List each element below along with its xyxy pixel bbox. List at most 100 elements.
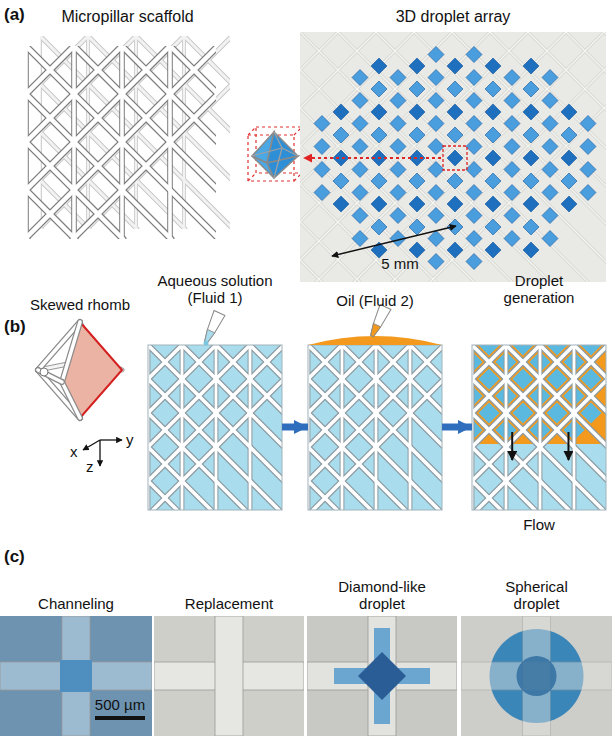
vertical-pillar [573, 345, 576, 510]
pillar [300, 32, 490, 282]
droplet [504, 93, 520, 109]
panel-heading: Channeling [0, 595, 152, 612]
pillar [148, 345, 216, 510]
pillar [26, 46, 170, 239]
droplet [428, 185, 444, 201]
diamond-droplet [358, 652, 406, 700]
droplet [580, 162, 596, 178]
micrograph-background [461, 616, 612, 736]
pillar [316, 32, 566, 282]
dashed-cube-edge [248, 127, 256, 135]
droplet [485, 173, 501, 189]
droplet [352, 208, 368, 224]
pillar [300, 32, 338, 282]
droplet [561, 173, 577, 189]
droplet [352, 185, 368, 201]
pillar [153, 345, 282, 510]
pillar [430, 32, 606, 282]
cell-pillar [62, 322, 80, 382]
droplet [447, 196, 463, 212]
micrograph-background [154, 616, 304, 736]
droplet [371, 81, 387, 97]
droplet [466, 162, 482, 178]
droplet [523, 196, 539, 212]
pillar [26, 46, 216, 239]
droplet [333, 196, 349, 212]
process-arrow [442, 424, 472, 431]
droplet [523, 173, 539, 189]
droplet-core [517, 656, 557, 696]
droplet [333, 127, 349, 143]
vertical-pillar [248, 345, 253, 510]
scale-label: 5 mm [370, 255, 430, 272]
droplet [314, 162, 330, 178]
vertical-pillar [181, 345, 184, 510]
vertical-pillar [215, 345, 218, 510]
droplet [447, 104, 463, 120]
droplet [428, 162, 444, 178]
pillar [250, 345, 282, 510]
vertical-pillar [572, 345, 577, 510]
process-arrow [282, 424, 308, 431]
droplet [371, 173, 387, 189]
vertical-pillar [340, 345, 345, 510]
micrograph-art [307, 616, 457, 736]
pillar [392, 32, 606, 282]
droplet [485, 150, 501, 166]
droplet [428, 47, 444, 63]
droplet [390, 208, 406, 224]
pillar [313, 345, 442, 510]
octahedron-edge [282, 148, 298, 156]
droplet [561, 104, 577, 120]
pointer-arrow [304, 157, 441, 159]
droplet [333, 173, 349, 189]
droplet [447, 81, 463, 97]
panel-heading: Droplet generation [472, 272, 606, 306]
pillar [452, 32, 606, 282]
droplet [371, 127, 387, 143]
scaffold-panel-art [472, 345, 606, 510]
dashed-selection [443, 146, 467, 170]
cell-pillar [62, 382, 80, 418]
droplet [466, 93, 482, 109]
pipette [367, 304, 391, 338]
panel-letter: (b) [4, 318, 26, 335]
droplet [352, 93, 368, 109]
scale-bar [95, 716, 145, 720]
panel-letter: (a) [4, 6, 25, 23]
panel-heading: 3D droplet array [300, 8, 606, 26]
pillar [342, 345, 442, 510]
pillar [308, 345, 376, 510]
pillar [338, 32, 588, 282]
micrograph-background [0, 616, 152, 736]
pipette [201, 310, 225, 344]
pillar [300, 32, 436, 282]
panel-heading: Aqueous solution (Fluid 1) [148, 272, 282, 306]
scaffold-panel-art [308, 345, 442, 510]
cell-pillar [38, 370, 80, 418]
dashed-cube-edge [248, 173, 256, 181]
cell-pillar [62, 322, 80, 382]
droplet [485, 242, 501, 258]
pillar [26, 46, 216, 239]
scaffold-panel-art [148, 345, 282, 510]
flow-arrow [567, 432, 569, 460]
scaffold-panel: Oil (Fluid 2) [308, 272, 442, 512]
vertical-pillar [375, 345, 378, 510]
pillar [26, 46, 75, 239]
panel-heading: Spherical droplet [461, 578, 612, 612]
cell-pillar [38, 370, 80, 418]
pillar [506, 345, 606, 510]
vertical-pillar [505, 345, 508, 510]
droplet [390, 162, 406, 178]
droplet [390, 185, 406, 201]
droplet [466, 185, 482, 201]
droplet [485, 219, 501, 235]
pillar [354, 32, 604, 282]
axis-label: z [86, 458, 94, 475]
pillar [392, 32, 606, 282]
droplet [428, 208, 444, 224]
droplet [504, 185, 520, 201]
droplet [523, 58, 539, 74]
